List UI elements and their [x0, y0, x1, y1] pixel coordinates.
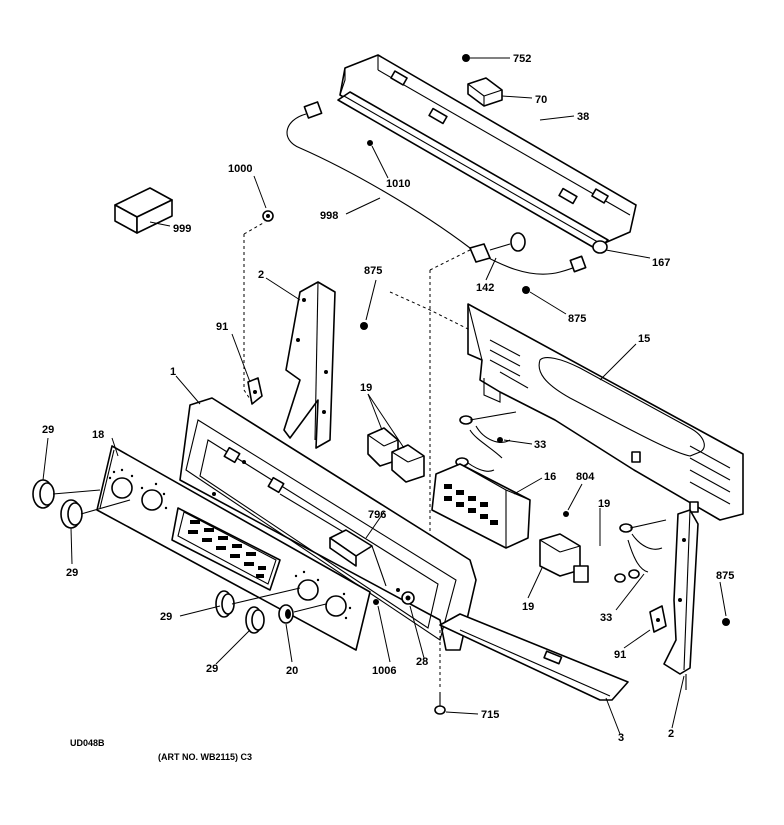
callout-33-bottom: 33 — [600, 612, 612, 624]
callout-2-left: 2 — [258, 269, 264, 281]
callout-labels: 752 70 38 1010 1000 999 998 167 142 875 … — [42, 53, 734, 744]
callout-28: 28 — [416, 656, 428, 668]
package-part-999 — [114, 187, 173, 234]
screw-875 — [722, 618, 730, 626]
lamp-socket-left — [303, 101, 323, 119]
callout-1000: 1000 — [228, 163, 252, 175]
callout-875-right: 875 — [716, 570, 734, 582]
callout-752: 752 — [513, 53, 531, 65]
callout-3: 3 — [618, 732, 624, 744]
callout-15: 15 — [638, 333, 650, 345]
callout-875-top: 875 — [364, 265, 382, 277]
callout-142: 142 — [476, 282, 494, 294]
overlay-dial-markings — [108, 468, 352, 620]
guide-line — [429, 249, 471, 271]
connector-block-70 — [467, 77, 503, 107]
clip-part-28 — [401, 591, 415, 605]
knob-part-29 — [245, 606, 265, 634]
end-cap-right-part-2 — [663, 509, 699, 690]
control-panel-overlay-part-18 — [96, 445, 371, 651]
end-cap-left-part-2 — [283, 281, 336, 449]
backsplash-frame-part-1 — [179, 397, 477, 651]
callout-16: 16 — [544, 471, 556, 483]
back-panel-part-15 — [467, 303, 744, 521]
callout-167: 167 — [652, 257, 670, 269]
callout-91-right: 91 — [614, 649, 626, 661]
wire-harness-part-33 — [614, 519, 667, 583]
callout-715: 715 — [481, 709, 499, 721]
bracket-part-91-left — [247, 377, 263, 405]
screw-1006 — [373, 599, 379, 605]
drawing-code: UD048B — [70, 738, 105, 748]
fluorescent-tube — [337, 91, 609, 254]
light-housing-part-38 — [339, 54, 637, 246]
lamp-socket-right — [569, 255, 587, 273]
callout-29-a: 29 — [42, 424, 54, 436]
screw-804 — [563, 511, 569, 517]
knob-part-29 — [60, 499, 131, 529]
leader-lines — [42, 57, 727, 735]
art-number: (ART NO. WB2115) C3 — [158, 752, 252, 762]
callout-18: 18 — [92, 429, 104, 441]
guide-line — [243, 221, 266, 235]
callout-796: 796 — [368, 509, 386, 521]
callout-999: 999 — [173, 223, 191, 235]
callout-1010: 1010 — [386, 178, 410, 190]
callout-19-top: 19 — [360, 382, 372, 394]
knob-ring-part-20 — [278, 603, 327, 624]
guide-line — [389, 291, 471, 331]
callout-998: 998 — [320, 210, 338, 222]
knob-part-29 — [215, 587, 301, 618]
wire-harness-998 — [286, 113, 579, 275]
switch-part-19 — [391, 444, 425, 483]
callout-19-bottom: 19 — [522, 601, 534, 613]
control-board-part-16 — [431, 463, 531, 549]
starter-part-142 — [469, 232, 526, 263]
callout-804: 804 — [576, 471, 595, 483]
callout-2-right: 2 — [668, 728, 674, 740]
guide-line — [243, 234, 253, 403]
clip-part-1000 — [262, 210, 274, 222]
callout-29-c: 29 — [160, 611, 172, 623]
wire-harness-part-33 — [455, 411, 517, 472]
screw-875 — [360, 322, 368, 330]
bracket-part-91-right — [649, 605, 667, 633]
callout-33-top: 33 — [534, 439, 546, 451]
screw-875 — [522, 286, 530, 294]
callout-38: 38 — [577, 111, 589, 123]
callout-29-d: 29 — [206, 663, 218, 675]
keypad-buttons — [188, 520, 266, 578]
screw-715 — [434, 692, 446, 715]
callout-1006: 1006 — [372, 665, 396, 677]
screw-1010 — [367, 140, 373, 146]
callout-91-left: 91 — [216, 321, 228, 333]
callout-70: 70 — [535, 94, 547, 106]
bracket-part-796 — [329, 529, 387, 587]
callout-19-right: 19 — [598, 498, 610, 510]
knob-part-29 — [32, 479, 101, 509]
front-rail-part-3 — [439, 613, 629, 701]
callout-875-right-top: 875 — [568, 313, 586, 325]
callout-20: 20 — [286, 665, 298, 677]
switch-part-19 — [539, 533, 589, 583]
callout-29-b: 29 — [66, 567, 78, 579]
callout-1: 1 — [170, 366, 176, 378]
screw-752 — [462, 54, 470, 62]
